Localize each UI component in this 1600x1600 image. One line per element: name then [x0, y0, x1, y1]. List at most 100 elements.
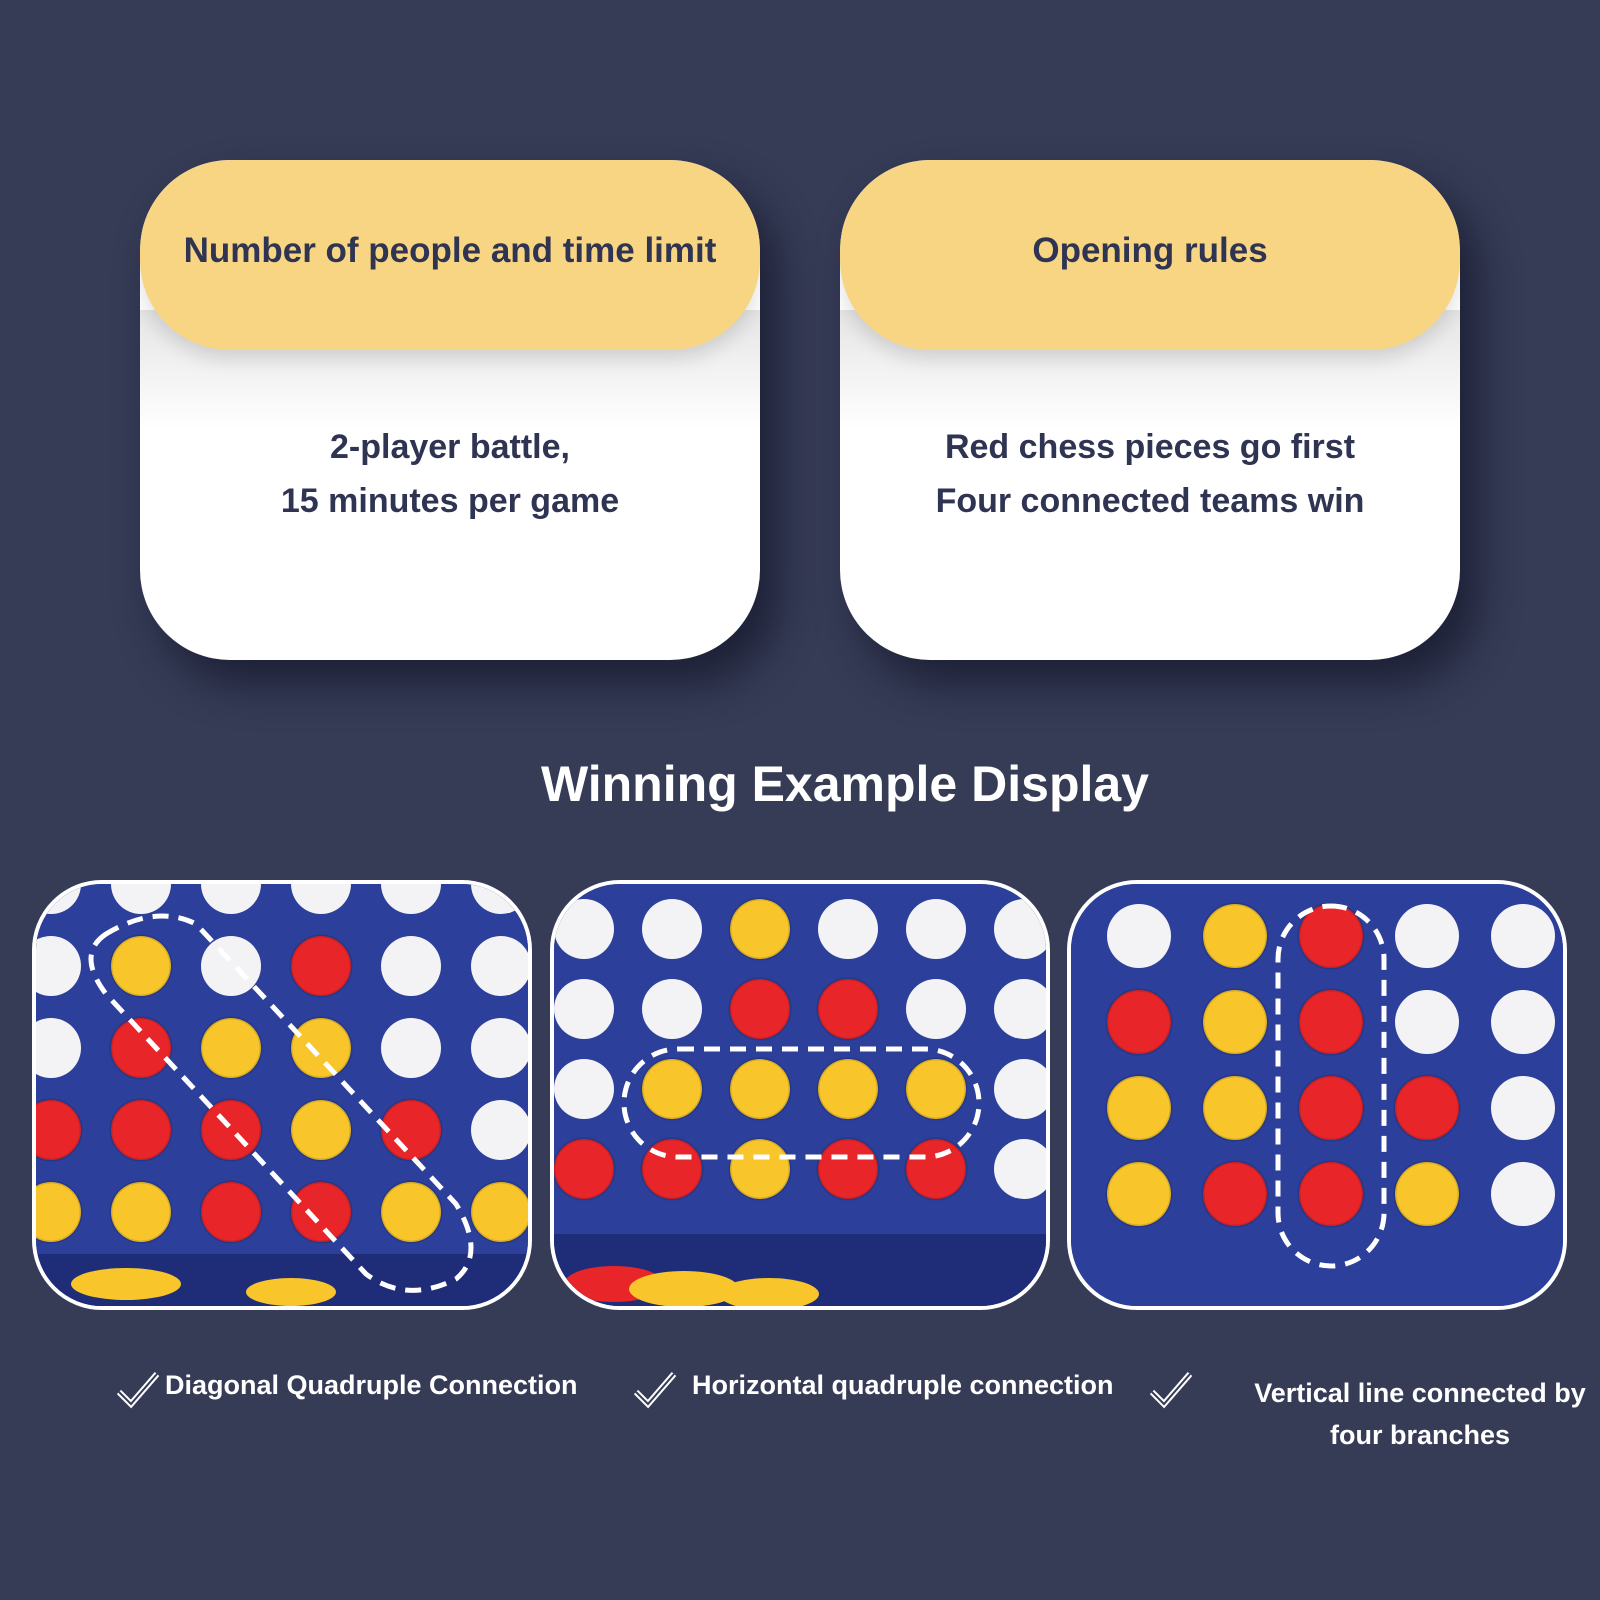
empty-hole	[994, 979, 1046, 1039]
vertical-highlight	[1275, 903, 1387, 1269]
yellow-piece	[379, 1180, 443, 1244]
empty-hole	[381, 884, 441, 914]
empty-hole	[1491, 904, 1555, 968]
yellow-piece	[728, 897, 792, 961]
empty-hole	[554, 979, 614, 1039]
yellow-piece	[1105, 1160, 1173, 1228]
red-piece	[109, 1016, 173, 1080]
red-piece	[199, 1180, 263, 1244]
red-piece	[816, 1137, 880, 1201]
empty-hole	[554, 899, 614, 959]
red-piece	[640, 1137, 704, 1201]
card-title: Opening rules	[1032, 231, 1268, 270]
empty-hole	[1107, 904, 1171, 968]
red-piece	[289, 1180, 353, 1244]
red-piece	[728, 977, 792, 1041]
loose-piece	[71, 1268, 181, 1300]
red-piece	[1393, 1074, 1461, 1142]
red-piece	[289, 934, 353, 998]
empty-hole	[1491, 990, 1555, 1054]
caption-text: Diagonal Quadruple Connection	[165, 1370, 578, 1400]
check-icon	[633, 1372, 677, 1409]
diagonal-highlight	[88, 913, 474, 1293]
yellow-piece	[289, 1098, 353, 1162]
yellow-piece	[36, 1180, 83, 1244]
red-piece	[36, 1098, 83, 1162]
red-piece	[816, 977, 880, 1041]
caption-vertical: Vertical line connected by four branches	[1240, 1372, 1600, 1456]
check-icon	[116, 1372, 160, 1409]
board-diagonal-svg	[36, 884, 528, 1306]
empty-hole	[201, 884, 261, 914]
empty-hole	[381, 936, 441, 996]
red-piece	[1297, 1074, 1365, 1142]
loose-piece	[246, 1278, 336, 1306]
red-piece	[1201, 1160, 1269, 1228]
empty-hole	[994, 1059, 1046, 1119]
empty-hole	[906, 899, 966, 959]
red-piece	[199, 1098, 263, 1162]
holes-group	[1105, 902, 1555, 1228]
yellow-piece	[109, 934, 173, 998]
red-piece	[554, 1137, 616, 1201]
holes-group	[36, 884, 528, 1244]
yellow-piece	[904, 1057, 968, 1121]
loose-piece	[629, 1271, 739, 1306]
empty-hole	[111, 884, 171, 914]
yellow-piece	[1393, 1160, 1461, 1228]
card-line: Red chess pieces go first	[944, 428, 1356, 466]
rule-card-opening: Opening rules Red chess pieces go first …	[840, 160, 1460, 660]
card-body: Red chess pieces go first Four connected…	[840, 420, 1460, 528]
loose-piece	[719, 1278, 819, 1306]
yellow-piece	[640, 1057, 704, 1121]
caption-line: four branches	[1329, 1420, 1511, 1450]
yellow-piece	[109, 1180, 173, 1244]
red-piece	[379, 1098, 443, 1162]
yellow-piece	[469, 1180, 528, 1244]
yellow-piece	[728, 1137, 792, 1201]
empty-hole	[471, 1100, 528, 1160]
empty-hole	[201, 936, 261, 996]
empty-hole	[1395, 990, 1459, 1054]
rule-card-players: Number of people and time limit 2-player…	[140, 160, 760, 660]
red-piece	[109, 1098, 173, 1162]
caption-line: Vertical line connected by	[1254, 1378, 1586, 1408]
check-icon	[1149, 1372, 1193, 1409]
yellow-piece	[1201, 1074, 1269, 1142]
empty-hole	[818, 899, 878, 959]
red-piece	[1297, 1160, 1365, 1228]
empty-hole	[1491, 1162, 1555, 1226]
empty-hole	[642, 979, 702, 1039]
caption-diagonal: Diagonal Quadruple Connection	[115, 1370, 578, 1410]
empty-hole	[1395, 904, 1459, 968]
board-vertical-example	[1067, 880, 1567, 1310]
card-header: Number of people and time limit	[140, 160, 760, 350]
card-line: Four connected teams win	[935, 482, 1365, 520]
card-title: Number of people and time limit	[183, 231, 717, 270]
empty-hole	[471, 1018, 528, 1078]
board-surface	[36, 884, 528, 1306]
empty-hole	[1491, 1076, 1555, 1140]
empty-hole	[994, 899, 1046, 959]
red-piece	[904, 1137, 968, 1201]
holes-group	[554, 897, 1046, 1201]
yellow-piece	[728, 1057, 792, 1121]
board-horizontal-example	[550, 880, 1050, 1310]
card-line: 15 minutes per game	[280, 482, 620, 520]
empty-hole	[291, 884, 351, 914]
board-horizontal-svg	[554, 884, 1046, 1306]
empty-hole	[906, 979, 966, 1039]
yellow-piece	[1105, 1074, 1173, 1142]
board-vertical-svg	[1071, 884, 1563, 1306]
empty-hole	[642, 899, 702, 959]
card-body: 2-player battle, 15 minutes per game	[140, 420, 760, 528]
empty-hole	[554, 1059, 614, 1119]
red-piece	[1297, 988, 1365, 1056]
caption-text: Horizontal quadruple connection	[692, 1370, 1114, 1400]
empty-hole	[471, 936, 528, 996]
yellow-piece	[1201, 902, 1269, 970]
card-line: 2-player battle,	[330, 428, 570, 466]
red-piece	[1105, 988, 1173, 1056]
empty-hole	[994, 1139, 1046, 1199]
empty-hole	[381, 1018, 441, 1078]
